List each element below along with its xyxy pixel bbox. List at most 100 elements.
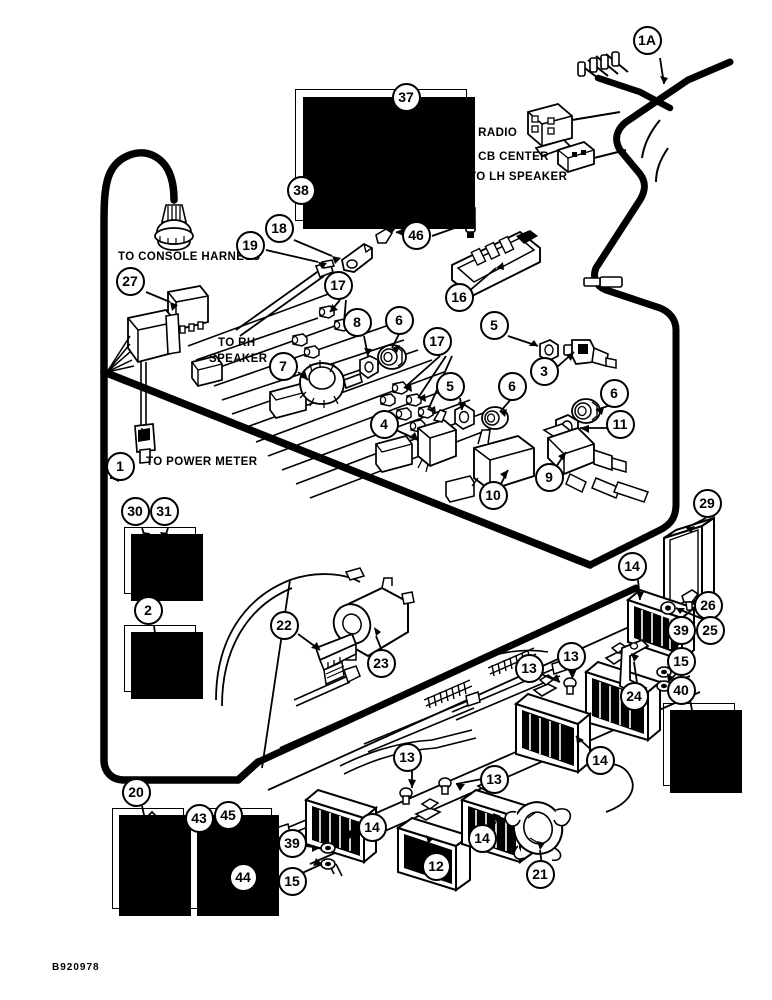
nut-8 [359,355,379,380]
inset-panel-30-31 [124,527,196,594]
lamp-screws-13 [399,677,577,805]
rh-speaker-connector [191,355,223,387]
harness-1a-terminals [577,51,620,77]
callout-20: 20 [121,777,151,807]
callout-5: 5 [435,371,465,401]
main-harness-cable [100,149,594,784]
panel-shadow [119,815,191,916]
radio-connectors [527,103,627,174]
beacon-lamp-21 [504,801,572,862]
inline-connector-c [445,475,475,503]
callout-25: 25 [695,615,725,645]
callout-26: 26 [693,590,723,620]
inset-panel-20 [112,808,184,909]
probe-lead [293,665,361,707]
callout-18: 18 [264,213,294,243]
washer-39-bottom [320,842,336,854]
callout-39: 39 [666,615,696,645]
label-to-lh-speaker: TO LH SPEAKER [469,171,568,183]
callout-24: 24 [619,681,649,711]
inline-connector-right [583,276,623,288]
panel-shadow [670,710,742,793]
callout-14: 14 [617,551,647,581]
washer-25 [660,601,676,615]
lead-to-pin-19 [235,269,325,337]
label-speaker: SPEAKER [209,353,268,365]
callout-16: 16 [444,282,474,312]
callout-17: 17 [323,270,353,300]
label-to-radio: TO RADIO [458,127,518,139]
callout-14: 14 [585,745,615,775]
knob-6-b [571,398,601,424]
hex-nut-5-a [539,339,559,362]
label-to-cb-center: TO CB CENTER [458,151,549,163]
callout-3: 3 [529,356,559,386]
callout-4: 4 [369,409,399,439]
callout-1A: 1A [632,25,662,55]
label-to-console-harness: TO CONSOLE HARNESS [118,251,261,263]
relay-block-10 [471,429,535,493]
callout-40: 40 [666,675,696,705]
callout-1: 1 [105,451,135,481]
callout-46: 46 [401,220,431,250]
lamp-branch-wires [339,649,549,775]
callout-31: 31 [149,496,179,526]
callout-12: 12 [421,851,451,881]
power-meter-terminal [134,423,156,464]
panel-shadow [131,632,203,699]
inline-connector-b [375,435,413,473]
inset-panel-2 [124,625,196,692]
flood-lamp-b [513,674,593,775]
callout-45: 45 [213,800,243,830]
callout-13: 13 [514,653,544,683]
panel-shadow [131,534,203,601]
callout-15: 15 [666,646,696,676]
callout-43: 43 [184,803,214,833]
hex-nut-5-b [454,404,475,430]
callout-44: 44 [228,862,258,892]
callout-8: 8 [342,307,372,337]
callout-17: 17 [422,326,452,356]
power-meter-lead [140,362,147,426]
motor-lead-terminal [344,567,366,581]
callout-13: 13 [556,641,586,671]
callout-19: 19 [235,230,265,260]
callout-21: 21 [525,859,555,889]
callout-6: 6 [599,378,629,408]
callout-14: 14 [357,812,387,842]
knob-6-a [377,344,407,370]
callout-10: 10 [478,480,508,510]
callout-27: 27 [115,266,145,296]
harness-right-branch [586,58,734,569]
washer-15-bottom [320,858,336,870]
leader-arrowheads [110,76,698,866]
inset-panel-40 [663,703,735,786]
harness-1a-tail [594,74,674,112]
callout-39: 39 [277,828,307,858]
toggle-switch-4 [417,409,457,473]
bracket-18 [341,242,373,273]
callout-6: 6 [384,305,414,335]
rotary-switch-7 [299,360,363,408]
callout-6: 6 [497,371,527,401]
callout-9: 9 [534,462,564,492]
panel-shadow [303,97,475,229]
console-harness-plug [154,204,194,251]
callout-15: 15 [277,866,307,896]
label-to-power-meter: TO POWER METER [146,456,258,468]
callout-22: 22 [269,610,299,640]
callout-30: 30 [120,496,150,526]
label-to-rh: TO RH [218,337,256,349]
callout-37: 37 [391,82,421,112]
figure-number: B920978 [52,962,100,973]
callout-7: 7 [268,351,298,381]
washer-39-right [656,666,672,678]
coil-detail-b [423,679,473,709]
inset-panel-37-38 [295,89,467,221]
callout-11: 11 [605,409,635,439]
callout-13: 13 [392,742,422,772]
left-connector-block [106,309,181,373]
callout-5: 5 [479,310,509,340]
